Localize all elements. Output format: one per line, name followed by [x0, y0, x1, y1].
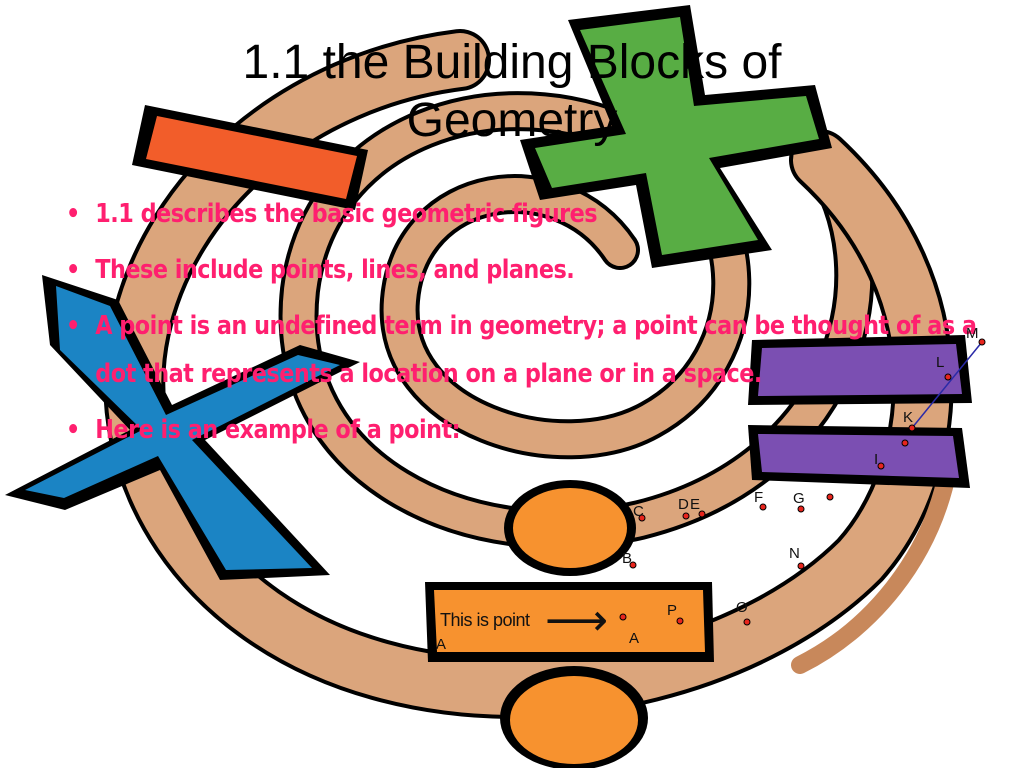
point-label-m: M — [966, 325, 979, 342]
point-p-dot — [676, 617, 684, 625]
point-h-dot — [826, 493, 834, 501]
bullet-item: • These include points, lines, and planes… — [66, 246, 964, 294]
point-label-c: C — [633, 503, 644, 520]
point-caption: This is point — [440, 610, 530, 630]
point-label-k: K — [903, 409, 914, 426]
bullet-marker: • — [66, 199, 80, 229]
point-b-dot — [629, 561, 637, 569]
point-m-dot — [978, 338, 986, 346]
bullet-text: These include points, lines, and planes. — [95, 255, 575, 285]
point-a-dot — [619, 613, 627, 621]
point-label-n: N — [789, 545, 800, 562]
bullet-item: • Here is an example of a point: — [66, 406, 964, 454]
point-f-dot — [759, 503, 767, 511]
point-n-dot — [797, 562, 805, 570]
title-line-2: Geometry — [406, 94, 618, 147]
point-label-p: P — [667, 602, 678, 619]
point-label-f: F — [754, 489, 764, 506]
point-e-dot — [698, 510, 706, 518]
bullet-marker: • — [66, 311, 80, 341]
point-l-dot — [944, 373, 952, 381]
slide-title: 1.1 the Building Blocks of Geometry — [100, 34, 924, 150]
bullet-list: • 1.1 describes the basic geometric figur… — [66, 190, 977, 462]
point-c-dot — [638, 514, 646, 522]
bullet-marker: • — [66, 415, 80, 445]
point-label-d: D — [678, 496, 689, 513]
point-label-b: B — [622, 550, 633, 567]
point-label-o: O — [736, 599, 748, 616]
point-g-dot — [797, 505, 805, 513]
point-o-dot — [743, 618, 751, 626]
bullet-text: 1.1 describes the basic geometric figure… — [95, 199, 598, 229]
bullet-text: A point is an undefined term in geometry… — [95, 311, 977, 389]
point-label-g: G — [793, 490, 805, 507]
point-dots — [619, 338, 986, 626]
title-line-1: 1.1 the Building Blocks of — [242, 36, 782, 89]
point-d-dot — [682, 512, 690, 520]
line-km — [911, 341, 983, 429]
bullet-marker: • — [66, 255, 80, 285]
point-caption-letter: A — [436, 636, 447, 653]
bullet-item: • A point is an undefined term in geometr… — [66, 302, 981, 398]
arrow-right-icon: ⟶ — [545, 595, 609, 646]
point-k-dot — [908, 424, 916, 432]
point-label-e: E — [690, 496, 701, 513]
times-sign-icon — [5, 275, 360, 580]
equals-sign-icon — [748, 335, 972, 488]
bullet-text: Here is an example of a point: — [95, 415, 461, 445]
bullet-item: • 1.1 describes the basic geometric figur… — [66, 190, 964, 238]
minus-sign-icon — [132, 105, 368, 210]
point-label-a: A — [629, 630, 640, 647]
point-label-l: L — [936, 354, 945, 371]
plus-sign-icon — [520, 5, 832, 268]
point-i-dot — [877, 462, 885, 470]
divide-sign-icon — [425, 480, 714, 768]
point-j-dot — [901, 439, 909, 447]
point-label-i: I — [874, 451, 879, 468]
